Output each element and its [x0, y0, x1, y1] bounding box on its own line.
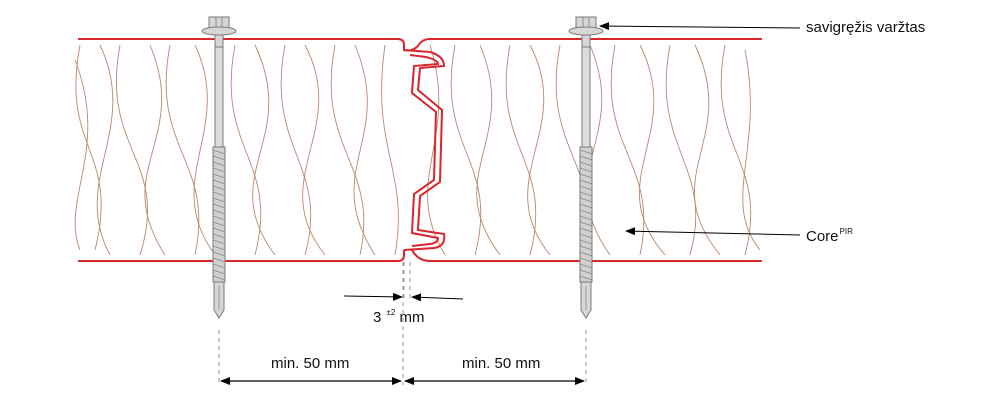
- screw-leader-arrow: [599, 22, 801, 31]
- joint-profile-inner: [409, 54, 440, 247]
- core-fibres-right: [427, 44, 761, 256]
- gap-label: 3 ±2 mm: [373, 308, 425, 326]
- top-skin-right: [417, 38, 762, 47]
- joint-profile-outer: [403, 49, 446, 251]
- dim-label-left: min. 50 mm: [271, 355, 350, 372]
- screw-label: savigręžis varžtas: [806, 19, 926, 36]
- gap-unit: mm: [399, 309, 425, 326]
- gap-value: 3: [373, 309, 382, 326]
- core-label-superscript: PIR: [839, 227, 853, 236]
- gap-tolerance: ±2: [386, 308, 396, 317]
- gap-arrow-right: [411, 293, 464, 302]
- bottom-skin-right: [411, 249, 762, 262]
- steel-skins: [78, 38, 762, 262]
- extension-lines: [218, 262, 587, 385]
- core-fibres-left: [74, 44, 399, 256]
- top-skin-left: [78, 38, 419, 52]
- screw-right: [568, 16, 604, 319]
- core-label: CorePIR: [806, 227, 853, 245]
- gap-arrow-left: [343, 292, 403, 301]
- bottom-skin-left: [78, 250, 405, 262]
- core-leader-arrow: [625, 227, 801, 236]
- screw-left: [201, 16, 237, 319]
- core-label-text: Core: [806, 228, 839, 245]
- dim-label-right: min. 50 mm: [462, 355, 541, 372]
